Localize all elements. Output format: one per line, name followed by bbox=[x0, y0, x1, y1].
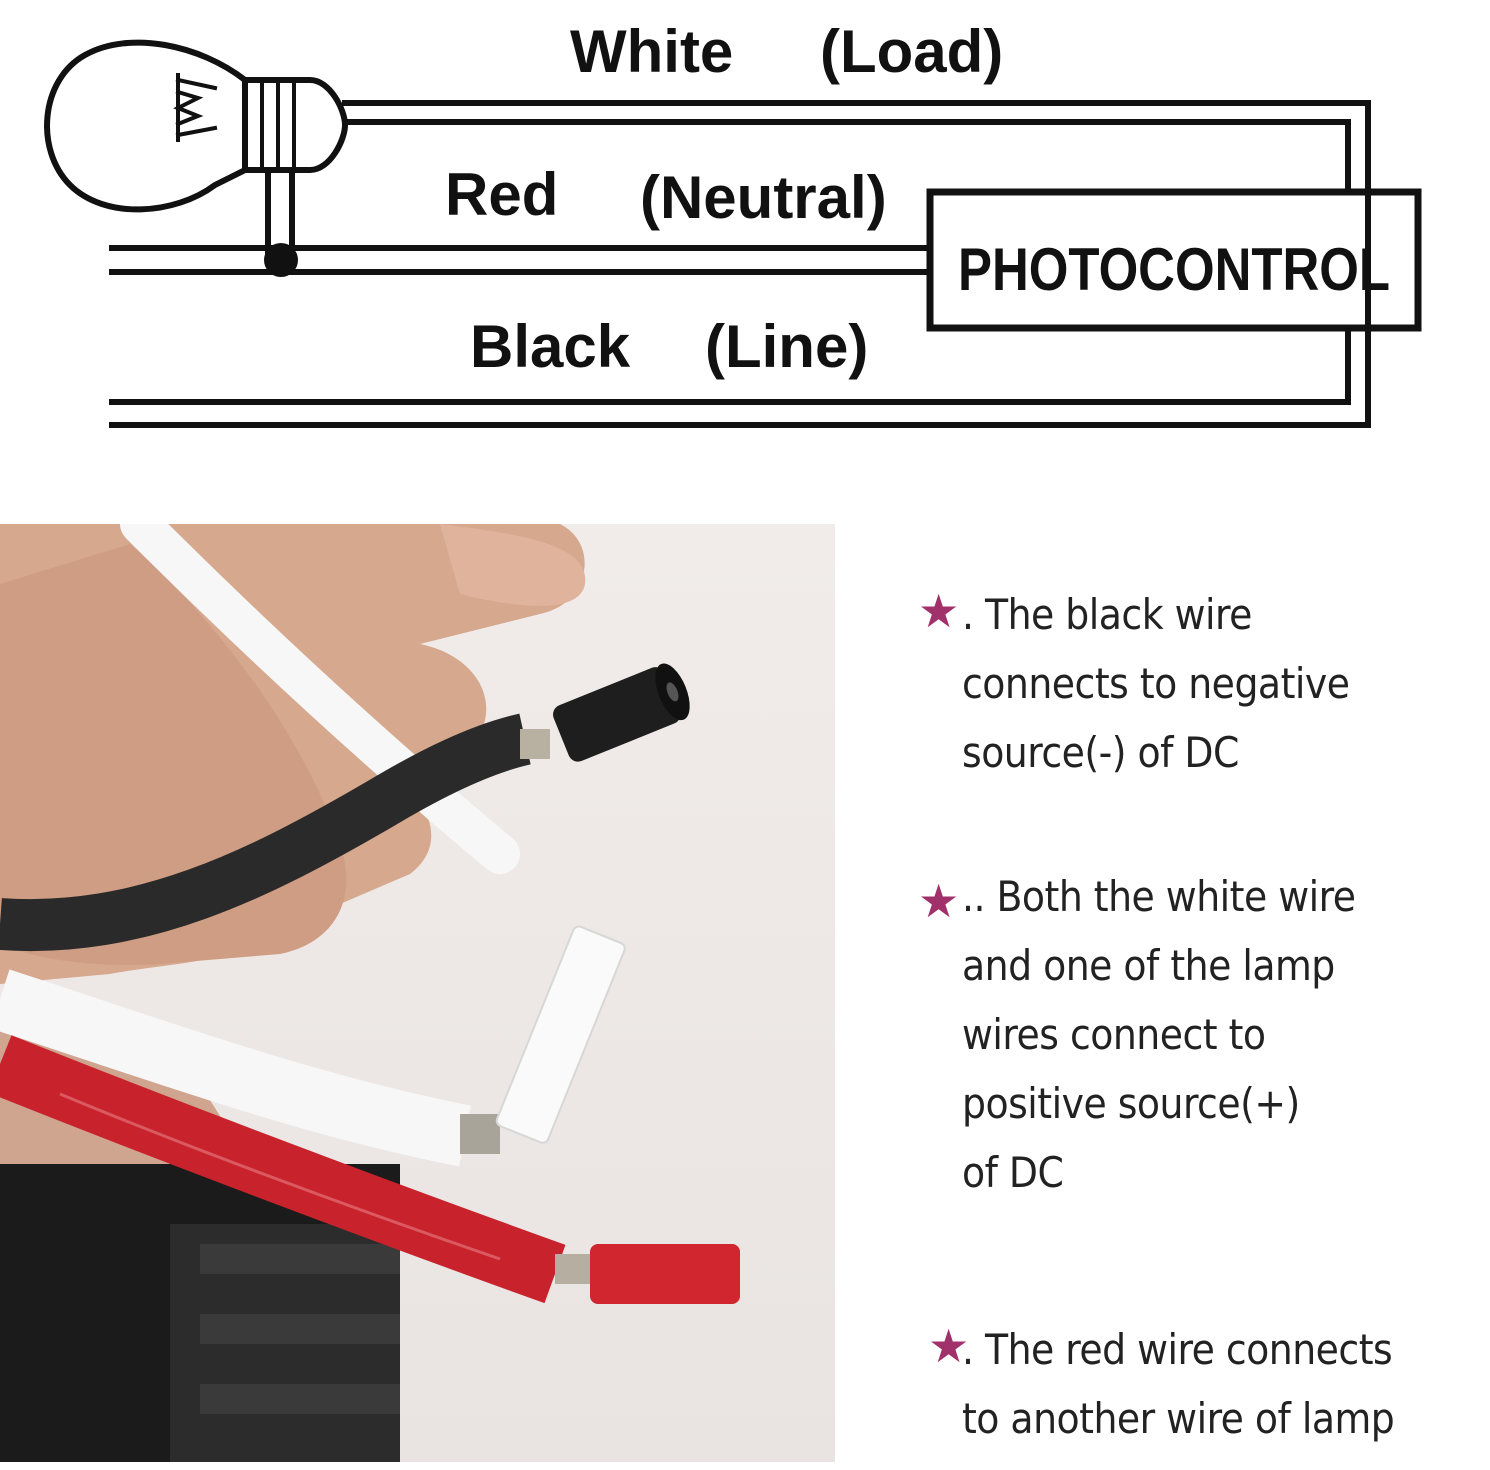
note-text: .. Both the white wire and one of the la… bbox=[962, 872, 1356, 1197]
black-wire bbox=[0, 713, 532, 952]
note-text: . The black wire connects to negative so… bbox=[962, 590, 1350, 777]
red-wire-sleeve bbox=[590, 1244, 740, 1304]
star-icon: ★ bbox=[918, 584, 960, 638]
black-wire-sleeve bbox=[553, 663, 690, 762]
label-neutral: (Neutral) bbox=[640, 164, 887, 231]
white-load-wire bbox=[342, 100, 1371, 428]
label-white: White bbox=[570, 18, 733, 85]
white-wire-back bbox=[120, 524, 520, 874]
label-red: Red bbox=[445, 161, 558, 228]
notes-panel: ★ . The black wire connects to negative … bbox=[850, 580, 1480, 1460]
label-line: (Line) bbox=[705, 313, 868, 380]
wiring-diagram: White (Load) Red (Neutral) Black (Line) … bbox=[44, 18, 1422, 428]
red-neutral-wire bbox=[109, 245, 933, 275]
junction-dot bbox=[264, 243, 298, 277]
white-wire-strands bbox=[460, 1114, 500, 1154]
note-text: . The red wire connects to another wire … bbox=[962, 1325, 1395, 1443]
photocontrol-box bbox=[926, 188, 1422, 332]
white-wire bbox=[0, 969, 471, 1167]
label-black: Black bbox=[470, 313, 631, 380]
wires-photo bbox=[0, 524, 835, 1462]
label-load: (Load) bbox=[820, 18, 1003, 85]
black-wire-strands bbox=[520, 729, 550, 759]
photocontrol-label: PHOTOCONTROL bbox=[958, 236, 1390, 303]
bulb-icon bbox=[44, 39, 248, 213]
black-line-wire bbox=[109, 327, 1371, 428]
filament bbox=[173, 73, 218, 142]
white-wire-sleeve bbox=[495, 925, 626, 1144]
red-wire bbox=[0, 1035, 566, 1304]
star-icon: ★ bbox=[928, 1319, 970, 1373]
red-wire-strands bbox=[555, 1254, 595, 1284]
star-icon: ★ bbox=[918, 874, 960, 928]
